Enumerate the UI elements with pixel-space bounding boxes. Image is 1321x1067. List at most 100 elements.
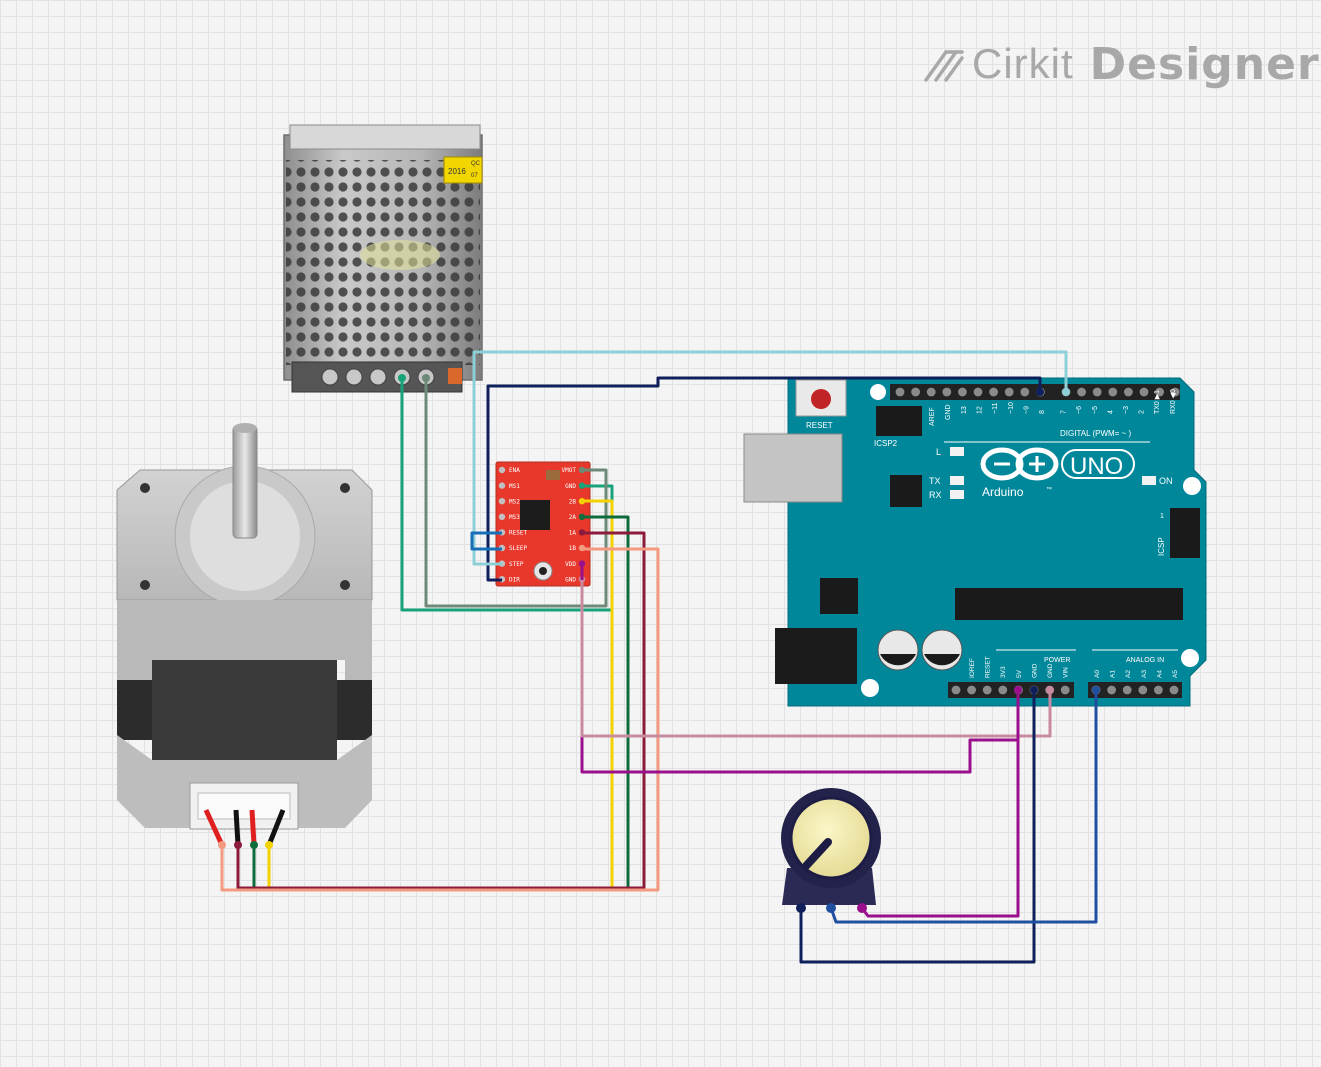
digital-pin-label: 8 — [1039, 410, 1046, 414]
motor-shaft — [232, 425, 258, 539]
driver-pin-label: VDD — [565, 561, 576, 568]
wire-pot-gnd[interactable] — [799, 690, 1036, 964]
analog-pin-label: A1 — [1110, 670, 1117, 678]
power-header-pin[interactable] — [982, 685, 992, 695]
reset-label: RESET — [806, 421, 833, 430]
driver-pin-label: GND — [565, 483, 576, 490]
digital-header-pin[interactable] — [911, 387, 920, 397]
icsp2-header — [876, 406, 922, 436]
analog-header-pin[interactable] — [1169, 685, 1179, 695]
driver-pin-ena[interactable] — [498, 466, 506, 474]
digital-header-pin[interactable] — [1170, 387, 1180, 397]
power-header — [948, 682, 1074, 698]
small-chip — [890, 475, 922, 507]
power-title: POWER — [1044, 657, 1070, 664]
analog-header-pin[interactable] — [1138, 685, 1148, 695]
digital-pin-label: 12 — [977, 406, 984, 414]
led-l — [950, 447, 964, 456]
psu-sticker — [443, 156, 483, 184]
driver-pin-label: DIR — [509, 576, 520, 583]
digital-pin-label: ~11 — [992, 403, 999, 414]
driver-pin-label: 2B — [569, 498, 577, 505]
driver-pin-ms1[interactable] — [498, 482, 506, 489]
digital-header-pin[interactable] — [895, 387, 905, 397]
dc-barrel-jack — [775, 628, 857, 684]
uno-label: UNO — [1070, 453, 1123, 480]
power-header-pin[interactable] — [998, 685, 1008, 695]
brand-name-bold: Designer — [1089, 38, 1320, 90]
wire-1a[interactable] — [236, 531, 646, 890]
stepper-motor[interactable] — [116, 423, 373, 830]
icsp-pin1-label: 1 — [1160, 513, 1164, 520]
wire-pot-5v[interactable] — [860, 690, 1020, 918]
mount-hole — [1181, 649, 1199, 667]
wire-step-d7[interactable] — [472, 350, 1068, 566]
digital-pin-label: 13 — [961, 406, 968, 414]
rx-label: RX — [929, 490, 942, 500]
reset-button-cap[interactable] — [811, 389, 831, 409]
analog-pin-label: A0 — [1094, 670, 1101, 678]
wire-driver-gnd[interactable] — [580, 580, 1052, 738]
analog-header-pin[interactable] — [1107, 685, 1116, 695]
digital-header-pin[interactable] — [1077, 387, 1086, 397]
driver-pin-label: 2A — [569, 514, 577, 521]
digital-header-pin[interactable] — [989, 387, 998, 397]
icsp-header — [1170, 508, 1200, 558]
motor-lead-black — [266, 809, 286, 846]
driver-pin-vdd[interactable] — [578, 560, 586, 567]
power-header-pin[interactable] — [951, 685, 961, 695]
power-supply[interactable]: 2016 QC 07 — [283, 124, 483, 393]
potentiometer[interactable] — [781, 788, 881, 913]
power-pin-label: 5V — [1016, 669, 1023, 678]
digital-pin-label: ~9 — [1023, 406, 1030, 414]
digital-title: DIGITAL (PWM= ~ ) — [1060, 429, 1131, 438]
digital-header-pin[interactable] — [1004, 387, 1014, 397]
driver-pin-label: SLEEP — [509, 545, 527, 552]
power-pin-label: GND — [1047, 663, 1054, 678]
driver-pin-label: MS1 — [509, 483, 520, 490]
usb-port — [743, 433, 843, 503]
digital-header-pin[interactable] — [1139, 387, 1149, 397]
analog-pin-label: A2 — [1125, 670, 1132, 678]
atmega-chip — [955, 588, 1183, 620]
psu-sticker-text: 2016 — [448, 167, 466, 176]
driver-pin-label: MS2 — [509, 498, 520, 505]
analog-header — [1088, 682, 1182, 698]
motor-lead-red — [203, 808, 225, 847]
digital-pin-label: 4 — [1107, 410, 1114, 414]
driver-pin-ms2[interactable] — [498, 498, 506, 505]
digital-header-pin[interactable] — [1092, 387, 1102, 397]
arduino-label: Arduino — [982, 485, 1024, 499]
voltage-regulator — [820, 578, 858, 614]
brand-name-light: Cirkit — [972, 40, 1074, 87]
digital-header-pin[interactable] — [942, 387, 952, 397]
analog-header-pin[interactable] — [1122, 685, 1132, 695]
driver-pin-label: GND — [565, 576, 576, 583]
power-header-pin[interactable] — [1060, 685, 1070, 695]
analog-header-pin[interactable] — [1154, 685, 1163, 695]
digital-header-pin[interactable] — [1155, 387, 1164, 397]
digital-header-pin[interactable] — [1020, 387, 1030, 397]
driver-pin-ms3[interactable] — [498, 513, 506, 520]
digital-header-pin[interactable] — [1124, 387, 1133, 397]
wire-dir-d8[interactable] — [486, 376, 1042, 582]
wire-pot-a0[interactable] — [829, 690, 1098, 924]
wire-reset-sleep[interactable] — [470, 531, 502, 551]
driver-chip — [520, 500, 550, 530]
power-header-pin[interactable] — [967, 685, 976, 695]
trademark-label: ™ — [1046, 486, 1052, 493]
digital-header-pin[interactable] — [973, 387, 983, 397]
power-pin-label: IOREF — [969, 658, 976, 678]
wire-1b[interactable] — [220, 547, 660, 892]
tx-label: TX — [929, 476, 941, 486]
analog-pin-label: A5 — [1172, 670, 1179, 678]
digital-header-pin[interactable] — [958, 387, 967, 397]
digital-header-pin[interactable] — [926, 387, 936, 397]
wire-psu-vmot[interactable] — [424, 378, 608, 608]
digital-header-pin[interactable] — [1108, 387, 1118, 397]
gnd-label: GND — [945, 404, 952, 420]
digital-pin-label: 7 — [1061, 410, 1068, 414]
